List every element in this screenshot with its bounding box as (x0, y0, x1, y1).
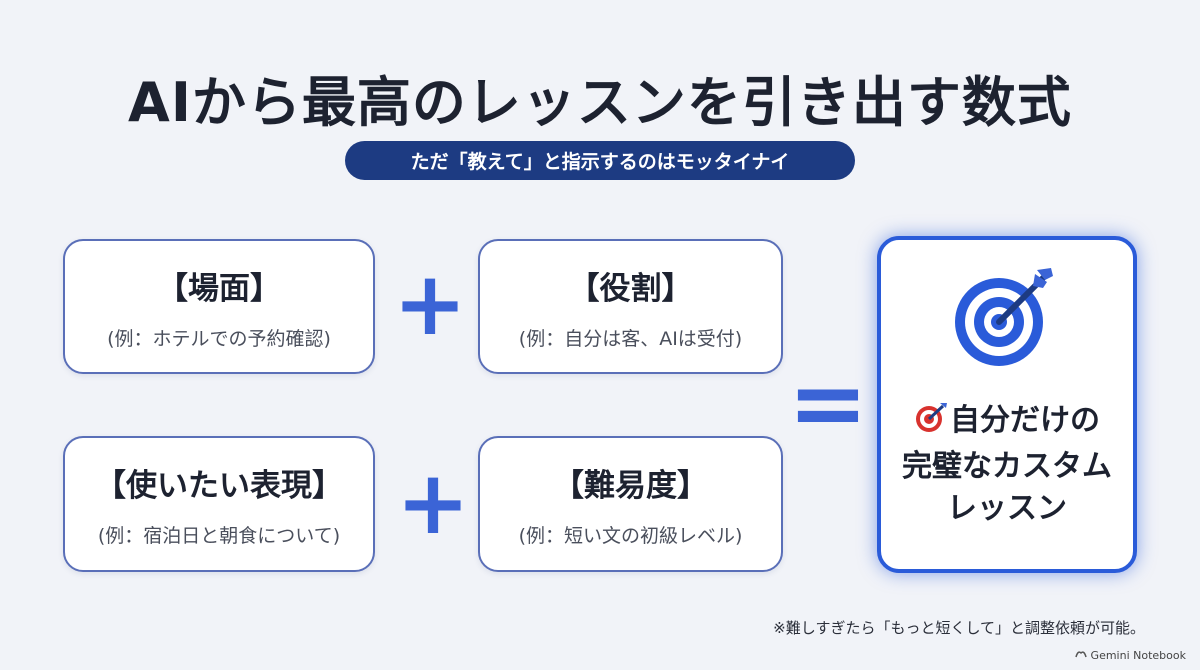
result-line1: 自分だけの (950, 403, 1100, 438)
equals-operator: = (787, 347, 869, 459)
result-line2: 完璧なカスタム (902, 449, 1112, 484)
result-line3: レッスン (947, 491, 1067, 526)
small-target-icon (914, 402, 948, 446)
plus-operator: + (396, 450, 470, 554)
page-title: AIから最高のレッスンを引き出す数式 (128, 71, 1072, 134)
target-icon (947, 266, 1067, 370)
card-example: (例：宿泊日と朝食について) (97, 525, 341, 547)
card-role: 【役割】 (例：自分は客、AIは受付) (478, 239, 783, 374)
footnote: ※難しすぎたら「もっと短くして」と調整依頼が可能。 (773, 619, 1145, 637)
plus-operator: + (393, 251, 467, 355)
card-difficulty: 【難易度】 (例：短い文の初級レベル) (478, 436, 783, 572)
card-title: 【場面】 (157, 270, 281, 307)
card-example: (例：ホテルでの予約確認) (107, 327, 331, 350)
result-card: 自分だけの 完璧なカスタム レッスン (877, 236, 1137, 573)
card-title: 【役割】 (568, 270, 693, 307)
card-scene: 【場面】 (例：ホテルでの予約確認) (63, 239, 375, 374)
card-expression: 【使いたい表現】 (例：宿泊日と朝食について) (63, 436, 375, 572)
subtitle-text: ただ「教えて」と指示するのはモッタイナイ (410, 151, 790, 173)
brand-label: Gemini Notebook (1074, 649, 1186, 662)
card-example: (例：短い文の初級レベル) (518, 525, 743, 547)
card-example: (例：自分は客、AIは受付) (518, 327, 743, 350)
notebook-icon (1074, 649, 1087, 662)
card-title: 【使いたい表現】 (95, 468, 343, 504)
result-text: 自分だけの 完璧なカスタム レッスン (887, 400, 1127, 530)
card-title: 【難易度】 (553, 468, 708, 504)
subtitle-pill: ただ「教えて」と指示するのはモッタイナイ (345, 141, 855, 180)
brand-text: Gemini Notebook (1090, 649, 1186, 662)
